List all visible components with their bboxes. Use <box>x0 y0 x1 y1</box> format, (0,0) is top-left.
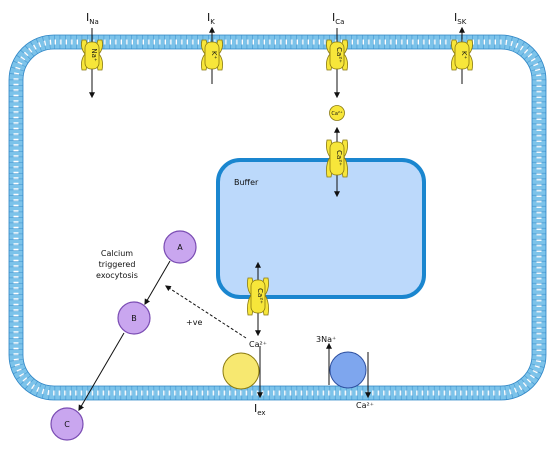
exchanger-na-label: 3Na⁺ <box>316 335 336 344</box>
calcium-channel: ICa Ca²⁺ <box>326 11 348 99</box>
buffer-bottom-channel: Ca²⁺ <box>247 261 269 337</box>
sodium-channel: INa Na⁺ <box>81 11 103 99</box>
vesicle-c-label: C <box>64 420 70 429</box>
isk-label: ISK <box>454 11 467 26</box>
sk-channel: ISK K⁺ <box>451 11 473 84</box>
k-channel-label: K⁺ <box>210 51 218 60</box>
vesicle-a-label: A <box>177 243 183 252</box>
arrow-b-to-c <box>78 332 125 412</box>
positive-signal-label: +ve <box>186 318 202 327</box>
ica-label: ICa <box>332 11 344 26</box>
na-channel-label: Na⁺ <box>90 48 98 62</box>
signal-ca-label: Ca²⁺ <box>249 340 267 349</box>
buffer-top-channel: Ca²⁺ <box>326 126 348 198</box>
buffer-top-ca-label: Ca²⁺ <box>335 150 343 166</box>
free-calcium-ion: Ca²⁺ <box>329 105 345 121</box>
iex-label: Iex <box>254 402 266 417</box>
svg-text:exocytosis: exocytosis <box>96 271 138 280</box>
exchanger-blue: 3Na⁺ Ca²⁺ <box>316 335 374 410</box>
vesicle-c: C <box>50 407 84 441</box>
sk-channel-label: K⁺ <box>460 51 468 60</box>
exocytosis-label: Calcium triggered exocytosis <box>96 249 138 280</box>
free-ca-label: Ca²⁺ <box>331 111 343 117</box>
cell-membrane <box>8 34 547 401</box>
buffer-compartment: Buffer <box>216 158 426 299</box>
positive-signal: +ve Ca²⁺ <box>164 285 267 349</box>
exchanger-yellow: Iex <box>222 346 266 417</box>
potassium-channel: IK K⁺ <box>201 11 223 84</box>
vesicle-b: B <box>117 301 151 335</box>
buffer-label: Buffer <box>234 178 259 187</box>
vesicle-a: A <box>163 230 197 264</box>
ca-channel-label: Ca²⁺ <box>335 47 343 63</box>
buffer-bottom-ca-label: Ca²⁺ <box>256 288 264 304</box>
svg-text:triggered: triggered <box>99 260 136 269</box>
vesicle-b-label: B <box>131 314 137 323</box>
arrow-a-to-b <box>144 260 171 306</box>
exchanger-ca-label: Ca²⁺ <box>356 401 374 410</box>
svg-text:Calcium: Calcium <box>101 249 133 258</box>
ina-label: INa <box>86 11 99 26</box>
ik-label: IK <box>207 11 215 26</box>
